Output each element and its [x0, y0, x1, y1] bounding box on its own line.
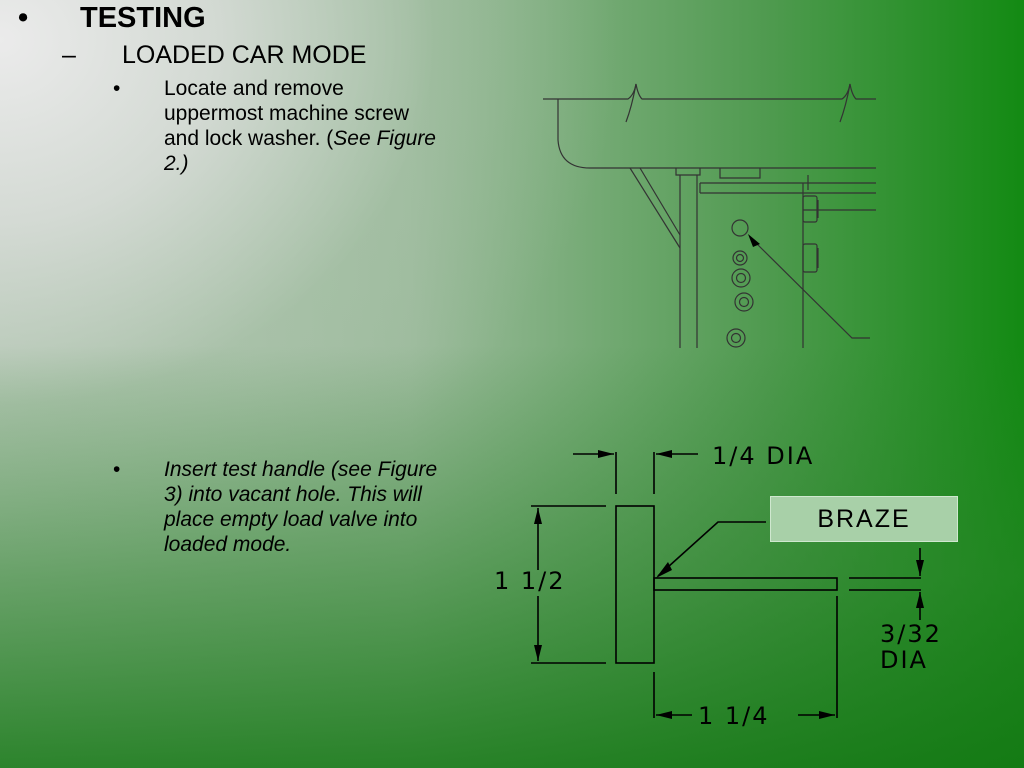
slide-subheading: LOADED CAR MODE [122, 41, 367, 69]
dim-length: 1 1/4 [698, 702, 770, 730]
step2-line: loaded mode. [164, 533, 292, 556]
braze-callout: BRAZE [770, 496, 958, 542]
slide-heading: TESTING [80, 2, 206, 34]
step1-line: 2.) [164, 152, 189, 175]
step1-line3-italic: See Figure [333, 127, 436, 150]
dim-rod-dia-fraction: 3/32 [880, 620, 942, 648]
step1-line: and lock washer. (See Figure [164, 126, 436, 151]
step2-line: place empty load valve into [164, 508, 418, 531]
step2-text: Insert test handle (see Figure 3) into v… [164, 457, 437, 557]
heading-bullet: • [18, 2, 29, 34]
braze-label: BRAZE [817, 504, 911, 533]
step1-bullet: • [113, 77, 121, 100]
dim-rod-dia-label: DIA [880, 646, 928, 674]
dim-quarter-dia: 1/4 DIA [712, 442, 814, 470]
step1-line3-plain: and lock washer. ( [164, 127, 334, 150]
subheading-dash: – [62, 41, 76, 69]
step2-line: 3) into vacant hole. This will [164, 483, 422, 506]
step2-bullet: • [113, 458, 121, 481]
step1-text: Locate and remove uppermost machine scre… [164, 76, 436, 176]
dim-height: 1 1/2 [494, 567, 566, 595]
step2-line: Insert test handle (see Figure [164, 458, 438, 481]
step1-line: uppermost machine screw [164, 102, 410, 125]
step1-line: Locate and remove [164, 77, 344, 100]
